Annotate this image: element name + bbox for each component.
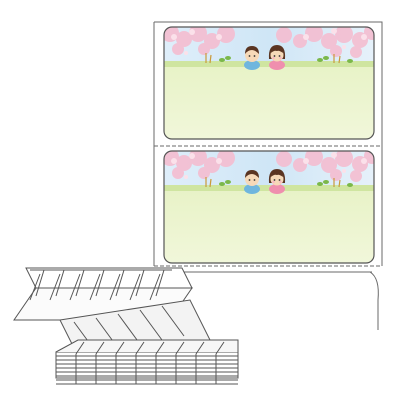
label-top: [163, 26, 375, 140]
fanfold-stack-icon: [13, 267, 239, 385]
label-bottom: [163, 150, 375, 264]
